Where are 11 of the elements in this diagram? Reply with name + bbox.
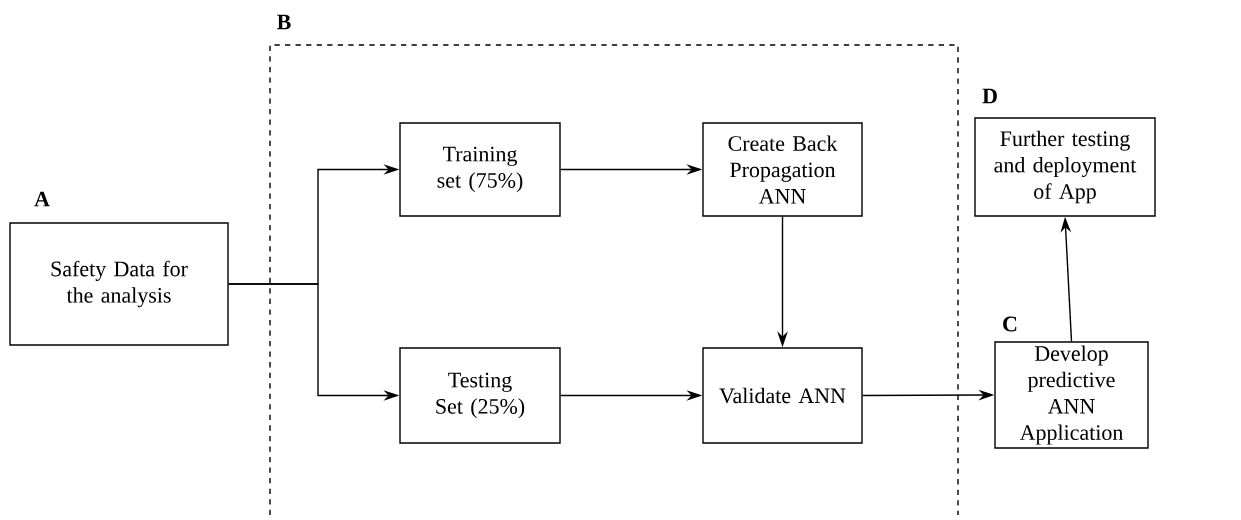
box-label: C xyxy=(1003,316,1017,332)
box-label: D xyxy=(982,88,997,104)
process-box: Further testing and deployment of App xyxy=(974,117,1156,217)
process-box: Create Back Propagation ANN xyxy=(702,122,863,217)
box-label: A xyxy=(34,191,50,207)
process-box: Safety Data for the analysis xyxy=(9,222,229,346)
process-box: Validate ANN xyxy=(702,347,863,444)
process-box: Training set (75%) xyxy=(399,122,561,217)
process-box: Testing Set (25%) xyxy=(399,347,561,444)
process-box: Develop predictive ANN Application xyxy=(994,341,1149,449)
group-label: B xyxy=(277,14,291,30)
